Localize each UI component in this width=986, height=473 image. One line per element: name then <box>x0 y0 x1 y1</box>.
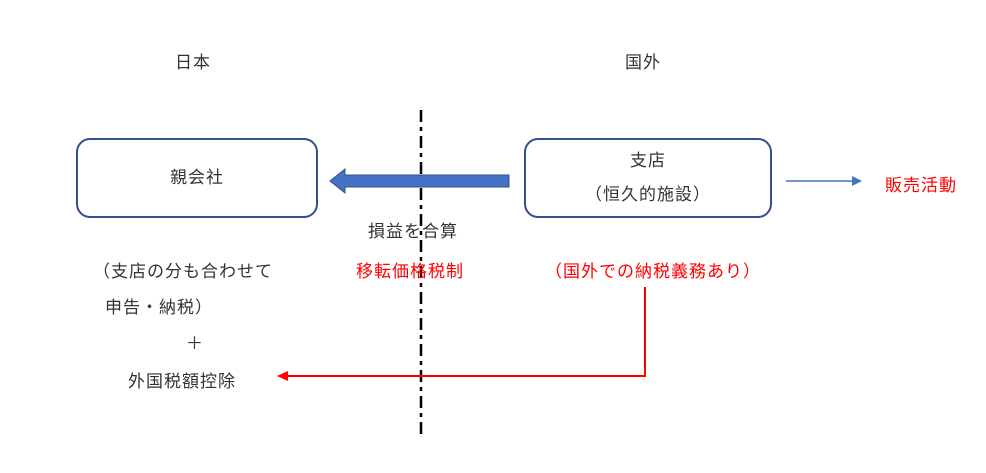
parent-company-label: 親会社 <box>170 168 224 188</box>
branch-label: 支店 <box>630 151 666 171</box>
plus-sign: ＋ <box>186 334 204 354</box>
foreign-tax-credit-arrow <box>288 287 646 377</box>
overseas-tax-obligation-label: （国外での納税義務あり） <box>545 262 761 282</box>
branch-box: 支店 （恒久的施設） <box>524 138 772 218</box>
foreign-tax-credit-label: 外国税額控除 <box>128 372 236 392</box>
region-label-overseas: 国外 <box>625 53 661 73</box>
branch-sublabel: （恒久的施設） <box>585 185 711 205</box>
profit-merge-label: 損益を合算 <box>368 222 458 242</box>
parent-company-box: 親会社 <box>76 138 318 218</box>
sales-arrow-head <box>852 176 862 186</box>
sales-activity-label: 販売活動 <box>885 176 957 196</box>
foreign-tax-credit-arrow-head <box>277 371 288 381</box>
profit-merge-arrow <box>329 167 510 195</box>
transfer-pricing-label: 移転価格税制 <box>356 262 464 282</box>
japan-note-line1: （支店の分も合わせて <box>93 262 273 282</box>
japan-note-line2: 申告・納税） <box>105 298 213 318</box>
region-label-japan: 日本 <box>175 53 211 73</box>
